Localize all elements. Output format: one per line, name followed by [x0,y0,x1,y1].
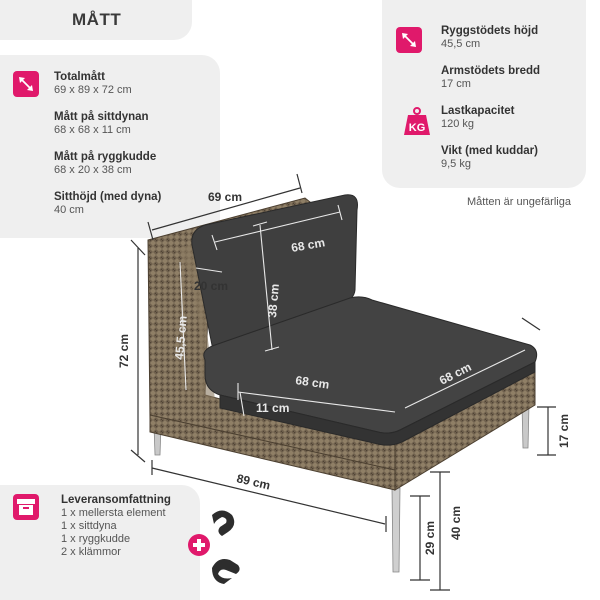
spec-value: 68 x 20 x 38 cm [54,164,132,176]
inner-dimension-lines [179,204,526,417]
seat-cushion-front [219,361,536,446]
kg-icon-text: KG [409,122,426,134]
delivery-item: 1 x ryggkudde [61,533,131,545]
spec-label: Lastkapacitet [441,105,515,117]
spec-label: Sitthöjd (med dyna) [54,191,162,203]
dim-width-top: 69 cm [208,190,242,204]
dimensions-icon [13,71,39,97]
clamps-illustration [188,510,240,584]
spec-load-capacity: Lastkapacitet 120 kg [441,104,515,131]
spec-label: Mått på sittdynan [54,111,149,123]
dim-back-height: 38 cm [265,283,282,318]
title-panel [0,0,192,40]
delivery-title-text: Leveransomfattning [61,494,171,506]
spec-label: Ryggstödets höjd [441,25,539,37]
spec-value: 120 kg [441,118,475,130]
dim-back-depth: 20 cm [194,279,228,293]
spec-value: 9,5 kg [441,158,471,170]
spec-label: Armstödets bredd [441,65,541,77]
spec-label: Vikt (med kuddar) [441,145,538,157]
seat-cushion [203,296,538,434]
spec-total-size: Totalmått 69 x 89 x 72 cm [54,70,132,97]
clamp-icon [212,559,240,584]
spec-value: 17 cm [441,78,471,90]
approximate-note: Måtten är ungefärliga [467,196,571,208]
delivery-item: 1 x mellersta element [61,507,166,519]
spec-backrest-height: Ryggstödets höjd 45,5 cm [441,24,538,51]
delivery-item: 2 x klämmor [61,546,121,558]
dim-seat-height: 40 cm [449,506,463,540]
dim-seat-depth: 68 cm [295,373,331,392]
dim-leg-height: 29 cm [423,521,437,555]
spec-value: 40 cm [54,204,84,216]
spec-seat-height: Sitthöjd (med dyna) 40 cm [54,190,161,217]
dim-backrest-height: 45,5 cm [172,315,190,360]
clamp-icon [212,510,235,536]
spec-seat-cushion: Mått på sittdynan 68 x 68 x 11 cm [54,110,149,137]
spec-weight: Vikt (med kuddar) 9,5 kg [441,144,538,171]
dim-armrest-width: 17 cm [557,414,571,448]
dim-back-width: 68 cm [290,235,326,255]
box-icon [13,494,39,520]
spec-value: 69 x 89 x 72 cm [54,84,132,96]
weight-icon: KG [402,106,432,136]
spec-value: 68 x 68 x 11 cm [54,124,131,136]
dimension-lines [130,173,556,591]
dim-seat-thickness: 11 cm [256,401,289,415]
spec-label: Totalmått [54,71,105,83]
dim-total-height: 72 cm [117,334,131,368]
delivery-item: 1 x sittdyna [61,520,117,532]
delivery-title: Leveransomfattning [61,493,171,507]
page-title: MÅTT [72,10,122,29]
spec-value: 45,5 cm [441,38,481,50]
spec-back-cushion: Mått på ryggkudde 68 x 20 x 38 cm [54,150,156,177]
spec-armrest-width: Armstödets bredd 17 cm [441,64,540,91]
dimensions-icon [396,27,422,53]
spec-label: Mått på ryggkudde [54,151,157,163]
